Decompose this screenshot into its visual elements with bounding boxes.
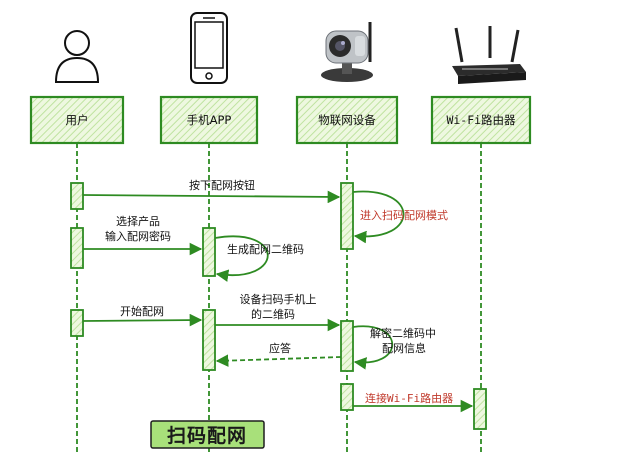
diagram-title: 扫码配网 xyxy=(167,424,247,447)
message-label: 连接Wi-Fi路由器 xyxy=(365,391,453,405)
message-label: 配网信息 xyxy=(382,341,426,355)
message-connect-router: 连接Wi-Fi路由器 xyxy=(353,391,474,413)
activation-bar xyxy=(340,383,354,411)
activation-bar xyxy=(70,309,84,337)
message-label: 开始配网 xyxy=(120,304,164,318)
message-select-product: 选择产品 输入配网密码 xyxy=(83,214,203,256)
activation-bar xyxy=(70,182,84,210)
message-label: 输入配网密码 xyxy=(105,229,171,243)
message-scan-phone: 设备扫码手机上 的二维码 xyxy=(215,292,341,332)
message-start-pairing: 开始配网 xyxy=(82,304,203,327)
activation-bar xyxy=(340,320,354,372)
message-label: 生成配网二维码 xyxy=(227,242,304,256)
message-label: 设备扫码手机上 xyxy=(240,292,317,306)
activation-bar xyxy=(202,227,216,277)
activation-bar xyxy=(70,227,84,269)
activation-bars xyxy=(70,182,487,430)
participant-user: 用户 xyxy=(29,95,125,145)
message-label: 按下配网按钮 xyxy=(189,178,255,192)
message-label: 解密二维码中 xyxy=(370,326,436,340)
participant-label: 手机APP xyxy=(187,113,232,127)
activation-bar xyxy=(340,182,354,250)
message-label: 进入扫码配网模式 xyxy=(360,209,448,222)
message-label: 应答 xyxy=(269,341,291,355)
smartphone-icon xyxy=(190,12,228,84)
participant-label: 用户 xyxy=(66,113,89,127)
message-decode: 解密二维码中 配网信息 xyxy=(352,325,436,370)
message-label: 选择产品 xyxy=(116,214,160,228)
activation-bar xyxy=(473,388,487,430)
participant-label: 物联网设备 xyxy=(318,113,376,127)
message-press-button: 按下配网按钮 xyxy=(82,178,341,204)
activation-bar xyxy=(202,309,216,371)
participant-router: Wi-Fi路由器 xyxy=(430,95,532,145)
message-enter-mode: 进入扫码配网模式 xyxy=(352,190,448,244)
message-generate-qr: 生成配网二维码 xyxy=(214,235,304,282)
participant-label: Wi-Fi路由器 xyxy=(446,113,516,127)
message-reply: 应答 xyxy=(215,341,342,367)
message-label: 的二维码 xyxy=(251,307,295,321)
participant-device: 物联网设备 xyxy=(295,95,399,145)
diagram-title-badge: 扫码配网 xyxy=(150,420,265,449)
ip-camera-icon xyxy=(321,22,373,82)
participant-app: 手机APP xyxy=(159,95,259,145)
person-icon xyxy=(54,30,100,83)
wifi-router-icon xyxy=(452,26,526,84)
